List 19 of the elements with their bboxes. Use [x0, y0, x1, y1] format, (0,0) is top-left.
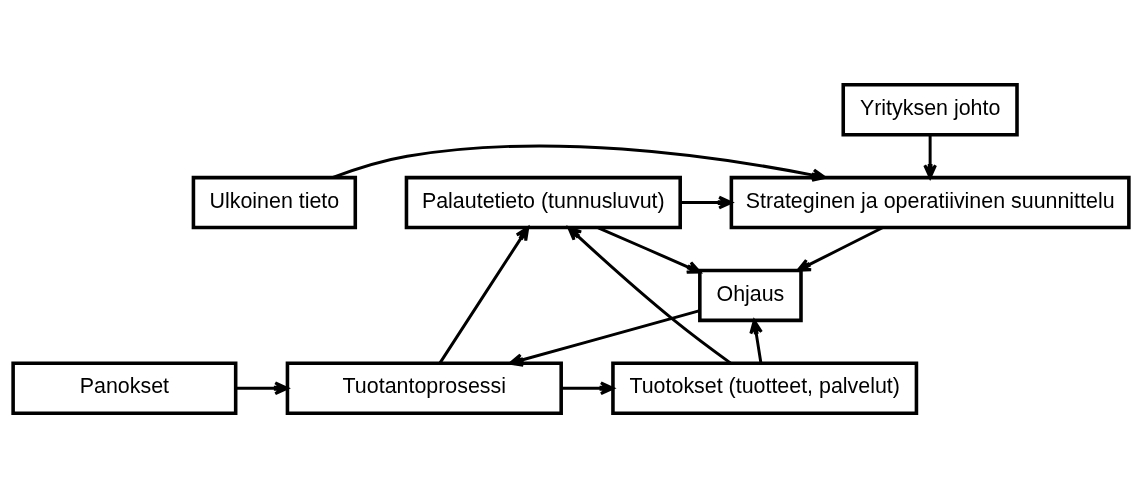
arrow	[796, 225, 884, 272]
node-box: Panokset	[11, 360, 238, 415]
arrow	[749, 318, 763, 363]
node-box: Ulkoinen tieto	[191, 175, 358, 229]
arrow	[561, 380, 615, 395]
arrow	[438, 225, 530, 364]
node-box: Tuotantoprosessi	[285, 360, 563, 415]
arrow	[508, 308, 701, 367]
arrow	[597, 225, 702, 274]
node-box: Tuotokset (tuotteet, palvelut)	[611, 360, 919, 415]
node-box: Yrityksen johto	[841, 82, 1019, 137]
arrow	[567, 225, 732, 364]
node-box: Ohjaus	[698, 268, 803, 322]
node-box: Strateginen ja operatiivinen suunnittelu	[729, 175, 1131, 229]
arrow	[923, 134, 937, 179]
arrow	[680, 195, 733, 209]
arrow	[235, 380, 289, 395]
node-box: Palautetieto (tunnusluvut)	[404, 175, 682, 229]
arrow	[331, 144, 827, 182]
